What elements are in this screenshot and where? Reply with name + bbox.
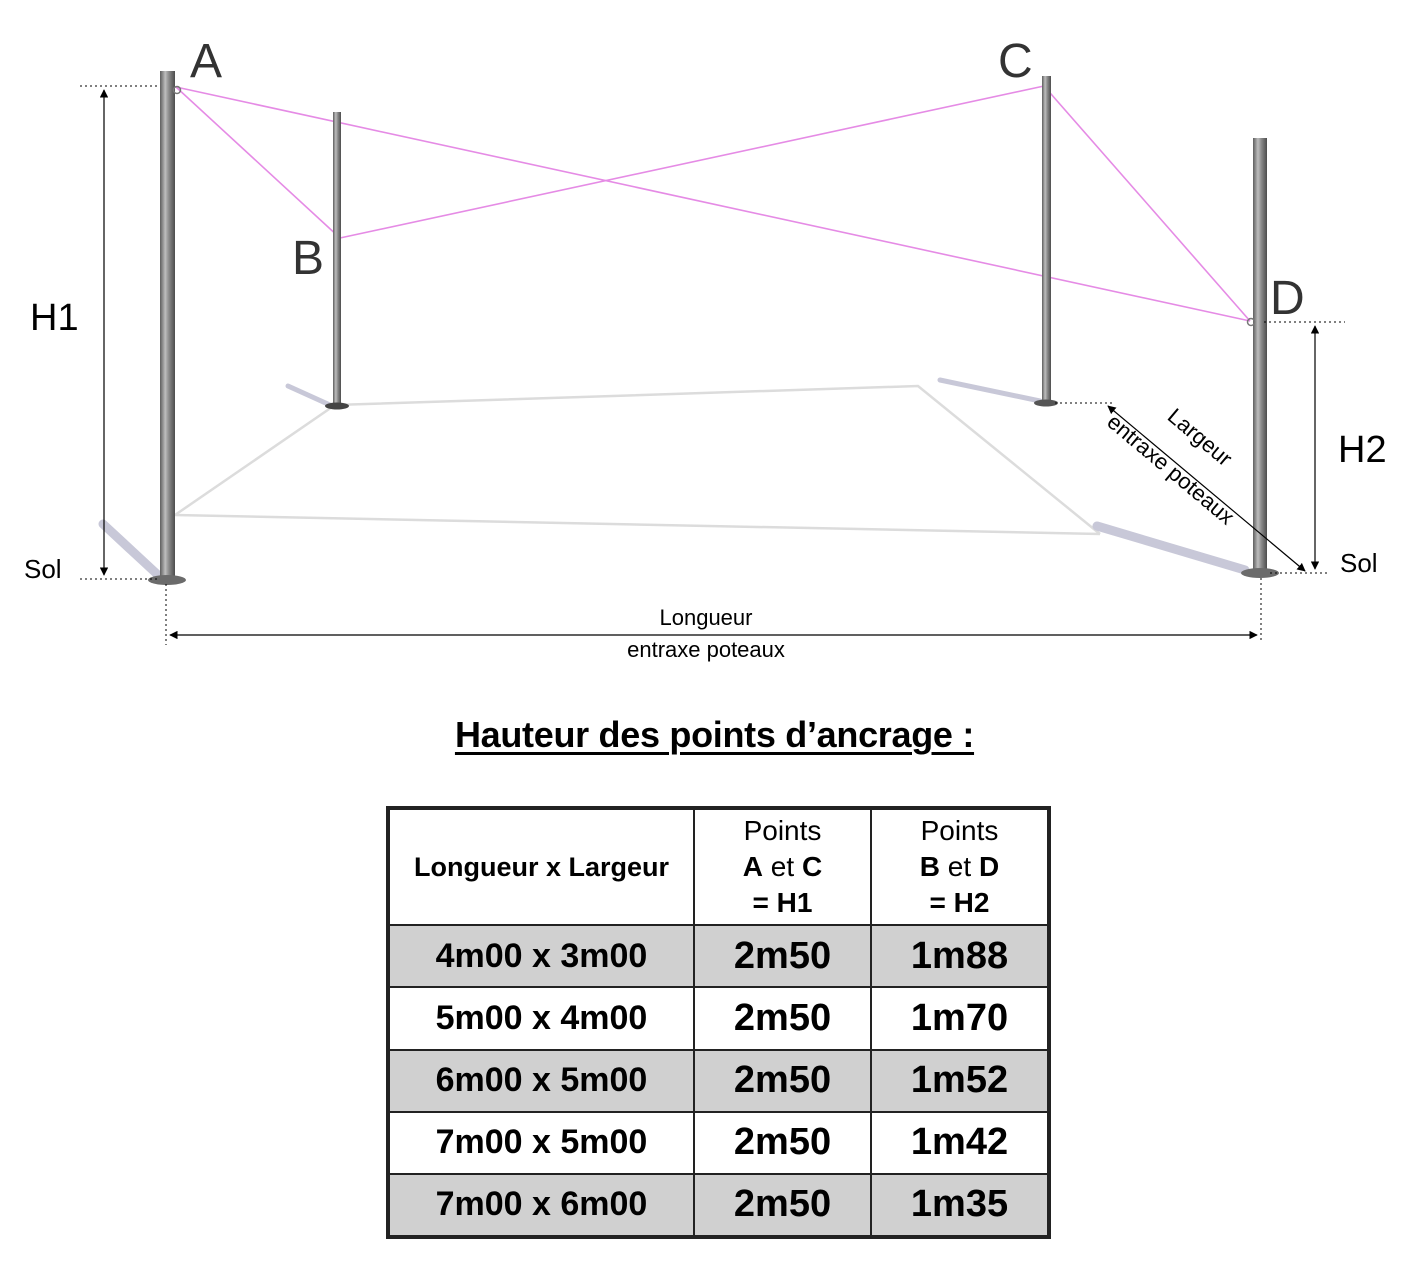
row-size: 4m00 x 3m00 xyxy=(387,924,695,989)
point-c-label: C xyxy=(998,35,1033,88)
header-h2-line1: Points xyxy=(920,815,999,847)
row-h2: 1m35 xyxy=(870,1172,1050,1239)
table-row: 7m00 x 5m00 2m50 1m42 xyxy=(387,1110,1050,1175)
longueur-sub-label: entraxe poteaux xyxy=(627,637,785,662)
row-size: 7m00 x 6m00 xyxy=(387,1172,695,1239)
row-size: 6m00 x 5m00 xyxy=(387,1048,695,1113)
sail-mount-diagram: A B C D H1 H2 Sol Sol Longueur entraxe p… xyxy=(24,35,1387,662)
table-row: 6m00 x 5m00 2m50 1m52 xyxy=(387,1048,1050,1113)
header-h1-et: et xyxy=(763,851,802,883)
row-h2: 1m52 xyxy=(870,1048,1050,1113)
table-row: 5m00 x 4m00 2m50 1m70 xyxy=(387,986,1050,1051)
header-h2-line3: = H2 xyxy=(929,887,990,919)
header-h1-point1: A xyxy=(742,851,764,883)
sol-left-label: Sol xyxy=(24,554,62,584)
header-h2: Points B et D = H2 xyxy=(870,806,1050,927)
header-h1-line3: = H1 xyxy=(752,887,813,919)
header-h1-line1: Points xyxy=(743,815,822,847)
header-h2-point1: B xyxy=(919,851,941,883)
point-d-label: D xyxy=(1270,272,1305,325)
row-size: 7m00 x 5m00 xyxy=(387,1110,695,1175)
h2-label: H2 xyxy=(1338,429,1387,471)
row-h1: 2m50 xyxy=(693,986,872,1051)
ground-outline xyxy=(174,384,1101,536)
table-row: 4m00 x 3m00 2m50 1m88 xyxy=(387,924,1050,989)
h1-label: H1 xyxy=(30,297,79,339)
row-h2: 1m88 xyxy=(870,924,1050,989)
post-a xyxy=(148,71,186,585)
row-h1: 2m50 xyxy=(693,924,872,989)
row-h2: 1m42 xyxy=(870,1110,1050,1175)
header-h1: Points A et C = H1 xyxy=(693,806,872,927)
table-header-row: Longueur x Largeur Points A et C = H1 Po… xyxy=(387,806,1050,927)
row-h2: 1m70 xyxy=(870,986,1050,1051)
point-b-label: B xyxy=(292,232,324,285)
sol-right-label: Sol xyxy=(1340,548,1378,578)
header-size-label: Longueur x Largeur xyxy=(413,851,670,882)
reference-dotted-lines xyxy=(80,85,1345,645)
longueur-label: Longueur xyxy=(660,605,753,630)
header-h2-point2: D xyxy=(978,851,1000,883)
row-h1: 2m50 xyxy=(693,1048,872,1113)
table-row: 7m00 x 6m00 2m50 1m35 xyxy=(387,1172,1050,1239)
post-c xyxy=(1034,76,1058,407)
post-shadows xyxy=(98,377,1250,580)
dimension-arrows xyxy=(99,89,1320,640)
anchor-height-table: Longueur x Largeur Points A et C = H1 Po… xyxy=(386,806,1051,1239)
row-h1: 2m50 xyxy=(693,1172,872,1239)
largeur-arrow xyxy=(1107,405,1306,572)
header-h1-point2: C xyxy=(801,851,823,883)
table-title: Hauteur des points d’ancrage : xyxy=(454,714,975,755)
row-h1: 2m50 xyxy=(693,1110,872,1175)
post-b xyxy=(325,112,349,410)
post-d xyxy=(1241,138,1279,578)
header-size: Longueur x Largeur xyxy=(387,806,695,927)
header-h2-et: et xyxy=(940,851,979,883)
sail-ropes xyxy=(175,85,1251,322)
point-a-label: A xyxy=(190,35,222,88)
row-size: 5m00 x 4m00 xyxy=(387,986,695,1051)
